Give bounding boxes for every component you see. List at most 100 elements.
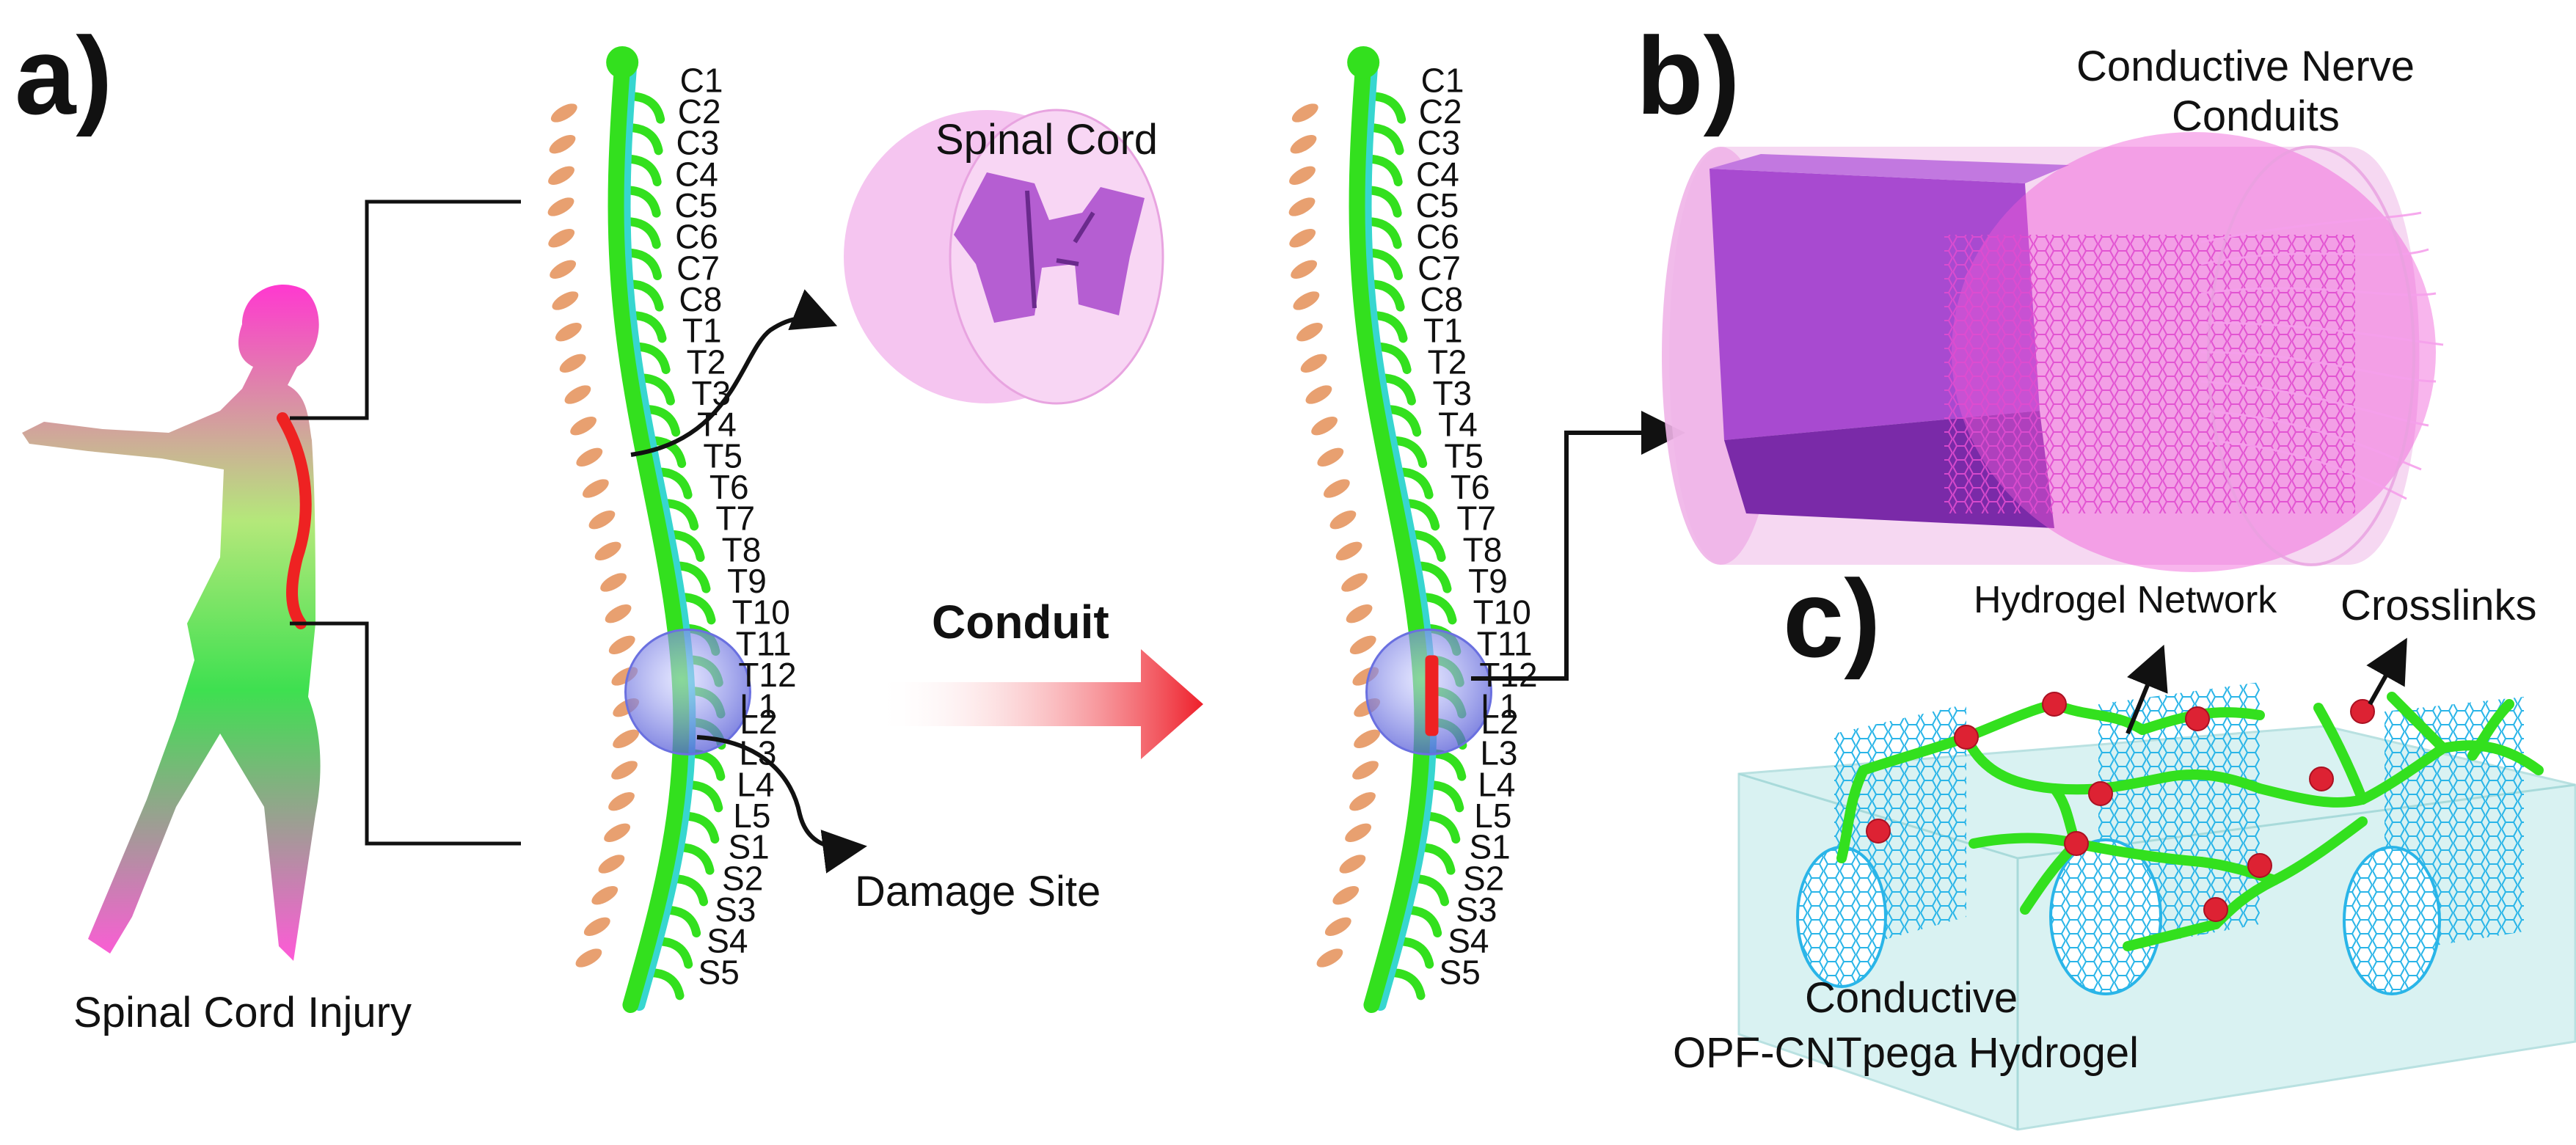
left-vertebra-label-t12: T12 — [738, 656, 796, 694]
left-vertebra-label-t1: T1 — [682, 312, 722, 350]
spine-diagram-right: C1C2C3C4C5C6C7C8T1T2T3T4T5T6T7T8T9T10T11… — [1288, 46, 1538, 1013]
left-vertebral-body — [583, 917, 610, 937]
right-conduit-implant — [1425, 655, 1439, 736]
left-vertebral-body — [555, 322, 582, 342]
label-opf-line2: OPF-CNTpega Hydrogel — [1673, 1029, 2139, 1077]
spine-diagram-left: C1C2C3C4C5C6C7C8T1T2T3T4T5T6T7T8T9T10T11… — [547, 46, 797, 1013]
left-vertebra-label-c2: C2 — [678, 92, 721, 131]
left-vertebra-label-t7: T7 — [715, 500, 755, 538]
right-vertebra-label-l1: L1 — [1481, 687, 1518, 725]
right-vertebra-label-c2: C2 — [1419, 92, 1462, 131]
left-vertebra-label-t3: T3 — [691, 374, 731, 412]
left-vertebra-label-c6: C6 — [675, 218, 718, 256]
left-vertebra-label-t5: T5 — [703, 436, 742, 475]
left-vertebra-label-t2: T2 — [687, 343, 726, 381]
left-vertebra-label-l5: L5 — [733, 797, 770, 835]
left-vertebra-label-s5: S5 — [698, 953, 740, 991]
right-vertebral-body — [1291, 260, 1318, 279]
right-vertebral-body — [1349, 791, 1376, 811]
right-vertebral-body — [1300, 354, 1327, 373]
right-vertebral-body — [1291, 103, 1318, 122]
right-vertebra-label-t7: T7 — [1456, 500, 1496, 538]
label-conduit: Conduit — [932, 596, 1109, 648]
right-vertebra-label-s2: S2 — [1463, 859, 1504, 897]
left-vertebral-body — [604, 823, 631, 843]
right-vertebral-body — [1316, 948, 1343, 967]
arrow-to-conduit — [1471, 411, 1685, 681]
right-vertebra-label-t4: T4 — [1438, 406, 1478, 444]
right-vertebra-label-c4: C4 — [1416, 155, 1459, 193]
left-vertebral-body — [549, 134, 576, 154]
right-vertebral-body — [1354, 729, 1380, 749]
left-vertebral-body — [608, 791, 635, 811]
label-hydrogel-network: Hydrogel Network — [1974, 579, 2277, 621]
left-vertebra-label-c5: C5 — [675, 186, 718, 224]
right-vertebra-label-l2: L2 — [1481, 703, 1518, 741]
right-vertebra-label-l5: L5 — [1474, 797, 1511, 835]
label-conductive-nerve-conduits-1: Conductive Nerve — [2076, 43, 2415, 90]
left-vertebra-label-c3: C3 — [676, 124, 720, 162]
injury-spine-line — [277, 412, 312, 629]
arrow-to-damage-site — [696, 735, 867, 874]
right-vertebral-body — [1339, 855, 1366, 874]
right-vertebral-body — [1317, 447, 1344, 467]
right-vertebra-label-s5: S5 — [1440, 953, 1481, 991]
left-vertebra-label-c4: C4 — [675, 155, 718, 193]
right-vertebral-body — [1352, 761, 1379, 780]
right-vertebral-body — [1332, 885, 1360, 905]
right-vertebral-body — [1289, 166, 1316, 186]
left-vertebral-body — [548, 228, 575, 248]
left-vertebral-body — [576, 447, 603, 467]
right-vertebra-label-t3: T3 — [1432, 374, 1472, 412]
right-vertebral-body — [1329, 510, 1357, 530]
left-vertebra-label-t8: T8 — [722, 530, 762, 568]
label-conductive-nerve-conduits-2: Conduits — [2172, 92, 2340, 140]
right-vertebral-body — [1349, 635, 1376, 655]
left-vertebral-body — [550, 103, 577, 122]
right-spinal-canal — [1360, 60, 1437, 1011]
left-vertebra-label-l2: L2 — [740, 703, 777, 741]
left-vertebral-body — [600, 573, 627, 592]
left-vertebra-label-s2: S2 — [722, 859, 763, 897]
right-vertebra-label-c5: C5 — [1416, 186, 1459, 224]
spinal-cord-cross-section — [844, 109, 1164, 405]
right-vertebra-label-t11: T11 — [1477, 624, 1533, 662]
left-vertebra-label-c1: C1 — [680, 61, 723, 99]
left-vertebra-label-t6: T6 — [709, 468, 749, 506]
left-vertebral-body — [559, 354, 586, 373]
left-vertebral-body — [564, 385, 591, 404]
right-brainstem — [1347, 46, 1380, 78]
panel-label-c: c) — [1783, 557, 1880, 680]
right-vertebra-label-t12: T12 — [1479, 656, 1537, 694]
left-vertebral-body — [594, 541, 621, 561]
right-vertebra-label-c1: C1 — [1421, 61, 1464, 99]
left-vertebra-label-l1: L1 — [740, 687, 777, 725]
label-opf-line1: Conductive — [1805, 974, 2018, 1022]
left-vertebral-body — [570, 416, 596, 436]
nerve-conduit-illustration — [1662, 132, 2444, 572]
right-vertebral-body — [1289, 228, 1316, 248]
left-vertebra-label-t9: T9 — [727, 562, 767, 600]
panel-label-a: a) — [15, 14, 112, 137]
left-vertebral-body — [583, 479, 609, 498]
right-vertebral-body — [1288, 197, 1316, 216]
label-spinal-cord: Spinal Cord — [935, 116, 1158, 164]
left-spinal-cord — [607, 58, 690, 1013]
right-vertebra-label-t9: T9 — [1468, 562, 1508, 600]
right-vertebral-body — [1293, 291, 1320, 310]
right-vertebral-body — [1345, 823, 1372, 843]
arrow-crosslinks — [2366, 637, 2407, 706]
right-vertebra-label-t5: T5 — [1444, 436, 1484, 475]
hydrogel-illustration — [1737, 682, 2576, 1131]
left-vertebral-body — [591, 885, 619, 905]
left-vertebral-body — [613, 729, 639, 749]
right-vertebra-label-t6: T6 — [1451, 468, 1490, 506]
label-crosslinks: Crosslinks — [2340, 582, 2537, 629]
right-vertebra-label-t10: T10 — [1473, 593, 1531, 632]
left-vertebra-label-s1: S1 — [728, 828, 769, 866]
right-vertebral-body — [1311, 416, 1338, 436]
left-vertebra-label-s4: S4 — [707, 922, 748, 960]
left-vertebral-body — [598, 855, 625, 874]
left-spinal-canal — [619, 60, 696, 1011]
